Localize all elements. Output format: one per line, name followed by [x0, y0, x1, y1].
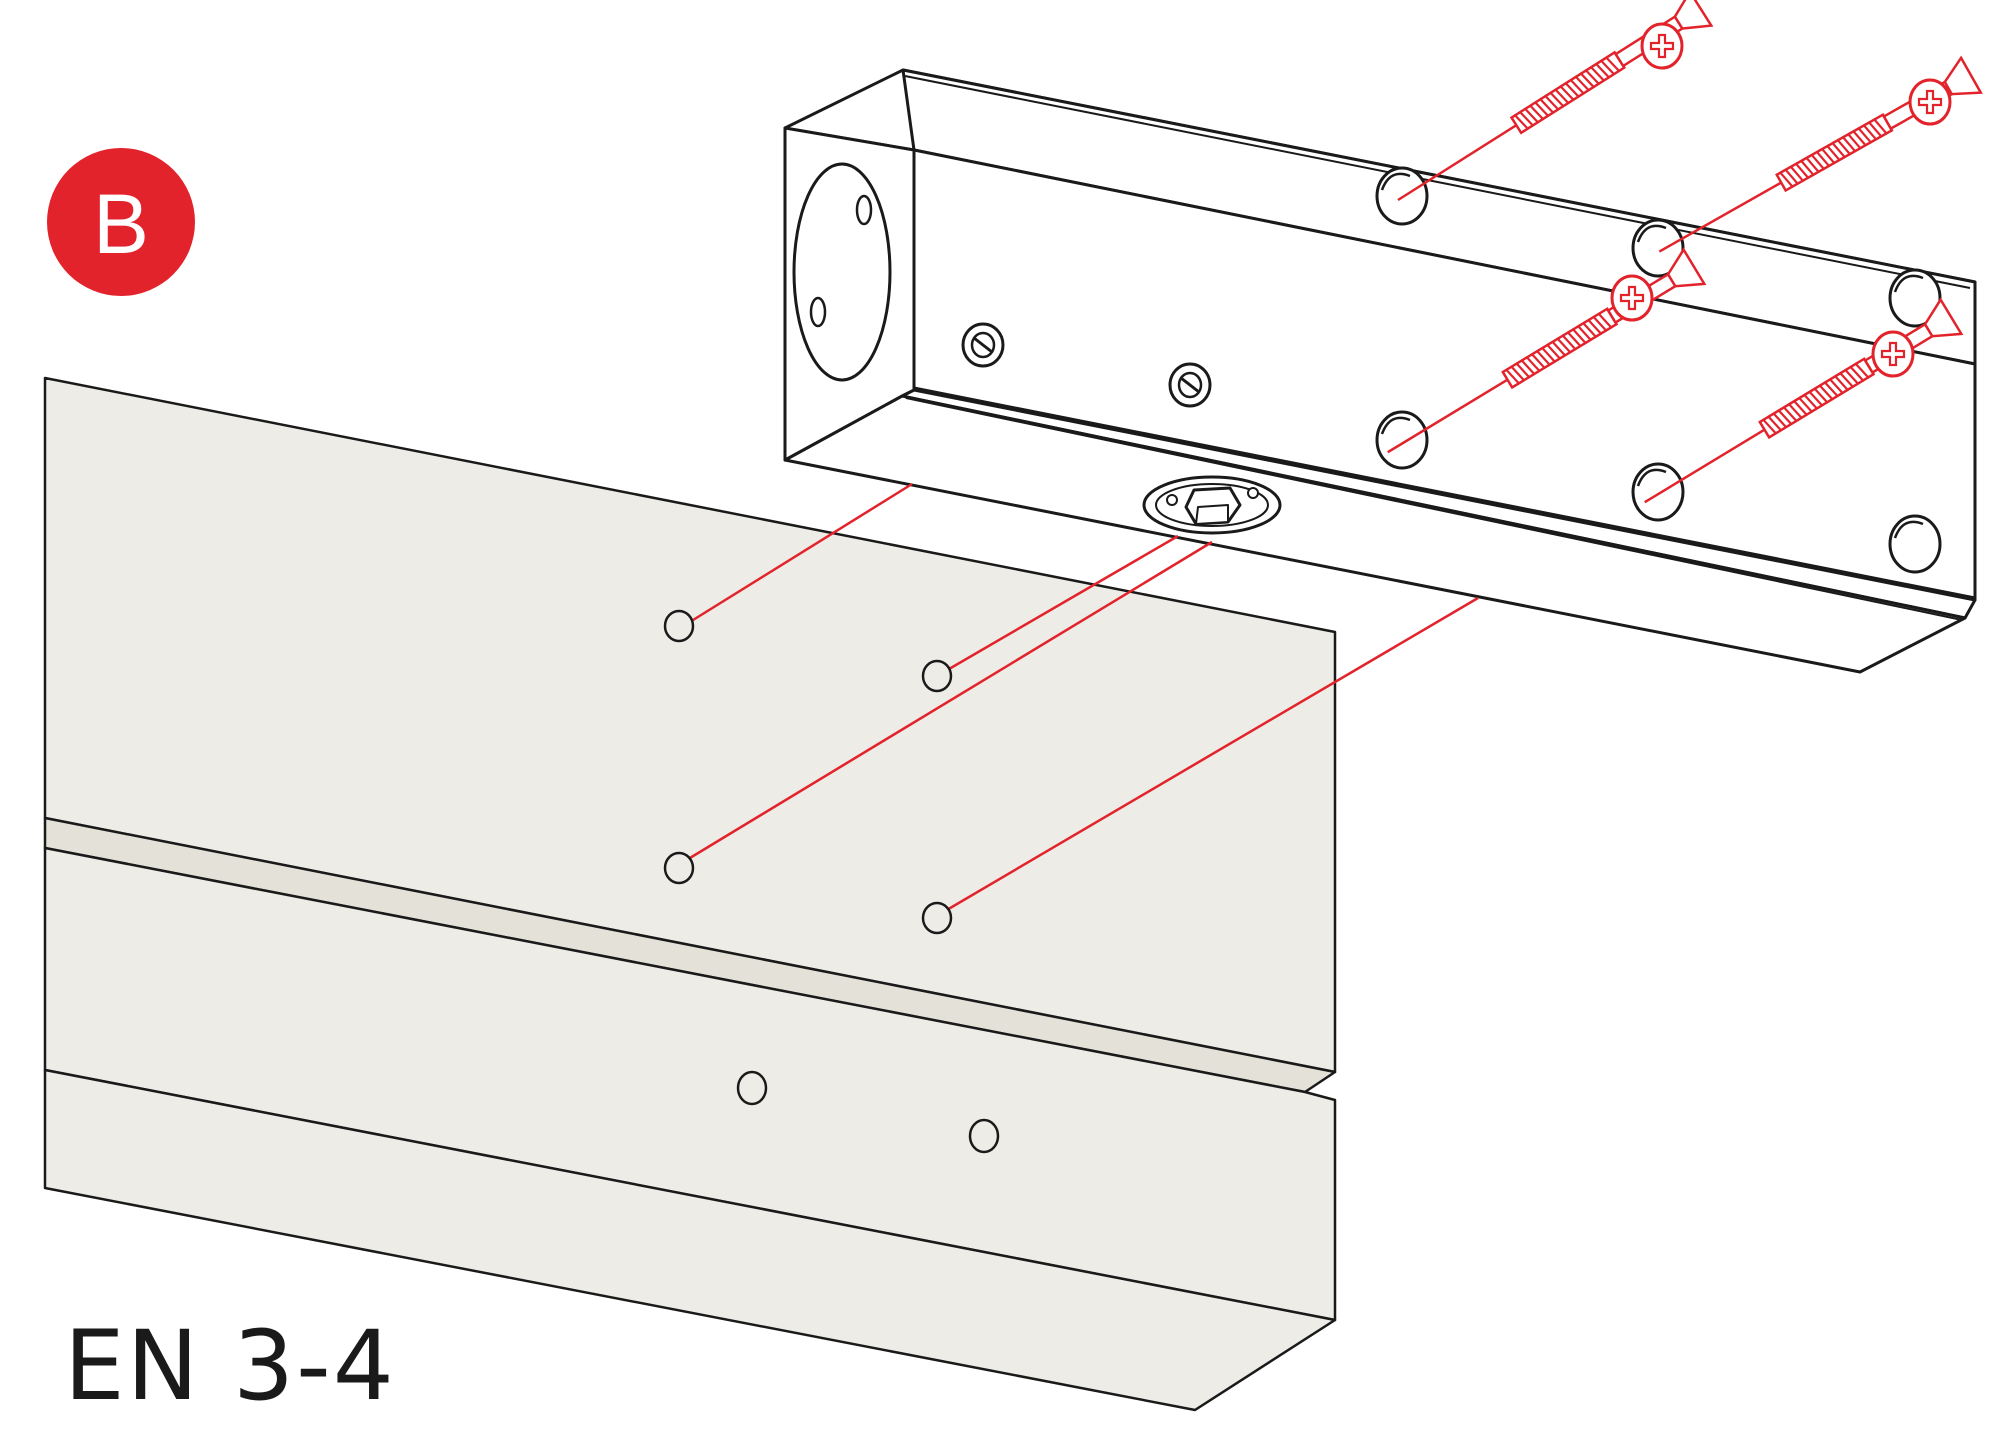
mounting-hole-lower-3	[1888, 514, 1942, 574]
door-closer-body	[783, 68, 1977, 674]
mounting-hole-lower-2	[1631, 462, 1685, 522]
drill-hole	[921, 901, 953, 935]
step-letter: B	[92, 177, 150, 271]
door-lower-main	[43, 846, 1337, 1322]
adjustment-valve-2	[1168, 362, 1212, 408]
drill-hole	[663, 851, 695, 885]
step-badge: B	[47, 148, 195, 296]
guide-line	[684, 482, 913, 627]
standard-label: EN 3-4	[64, 1310, 396, 1422]
mounting-hole-upper-3	[1888, 268, 1942, 328]
door-hole	[968, 1118, 1000, 1154]
end-cap-screw	[809, 296, 827, 328]
closer-groove	[913, 386, 1976, 600]
door-hole	[736, 1070, 768, 1106]
mounting-hole-lower-1	[1375, 410, 1429, 470]
drill-holes	[663, 609, 953, 935]
phillips-screw-icon	[1908, 78, 1952, 126]
closer-groove	[905, 397, 1963, 621]
adjustment-valve-1	[961, 322, 1005, 368]
guide-line	[679, 540, 1213, 866]
guide-line	[936, 534, 1179, 678]
end-cap-valve	[792, 162, 892, 382]
mounting-hole-upper-2	[1631, 218, 1685, 278]
phillips-screw-icon	[1640, 22, 1684, 70]
guide-line	[939, 596, 1479, 916]
closer-spindle	[1142, 475, 1282, 535]
door-bottom-face	[43, 1068, 1337, 1412]
closer-groove	[904, 75, 1971, 289]
door-frame-panel	[43, 376, 1337, 1412]
alignment-guides	[679, 482, 1479, 916]
phillips-screw-icon	[1871, 330, 1915, 378]
drill-hole	[663, 609, 695, 643]
drill-hole	[921, 659, 953, 693]
phillips-screw-icon	[1610, 274, 1654, 322]
end-cap-screw	[855, 194, 873, 226]
